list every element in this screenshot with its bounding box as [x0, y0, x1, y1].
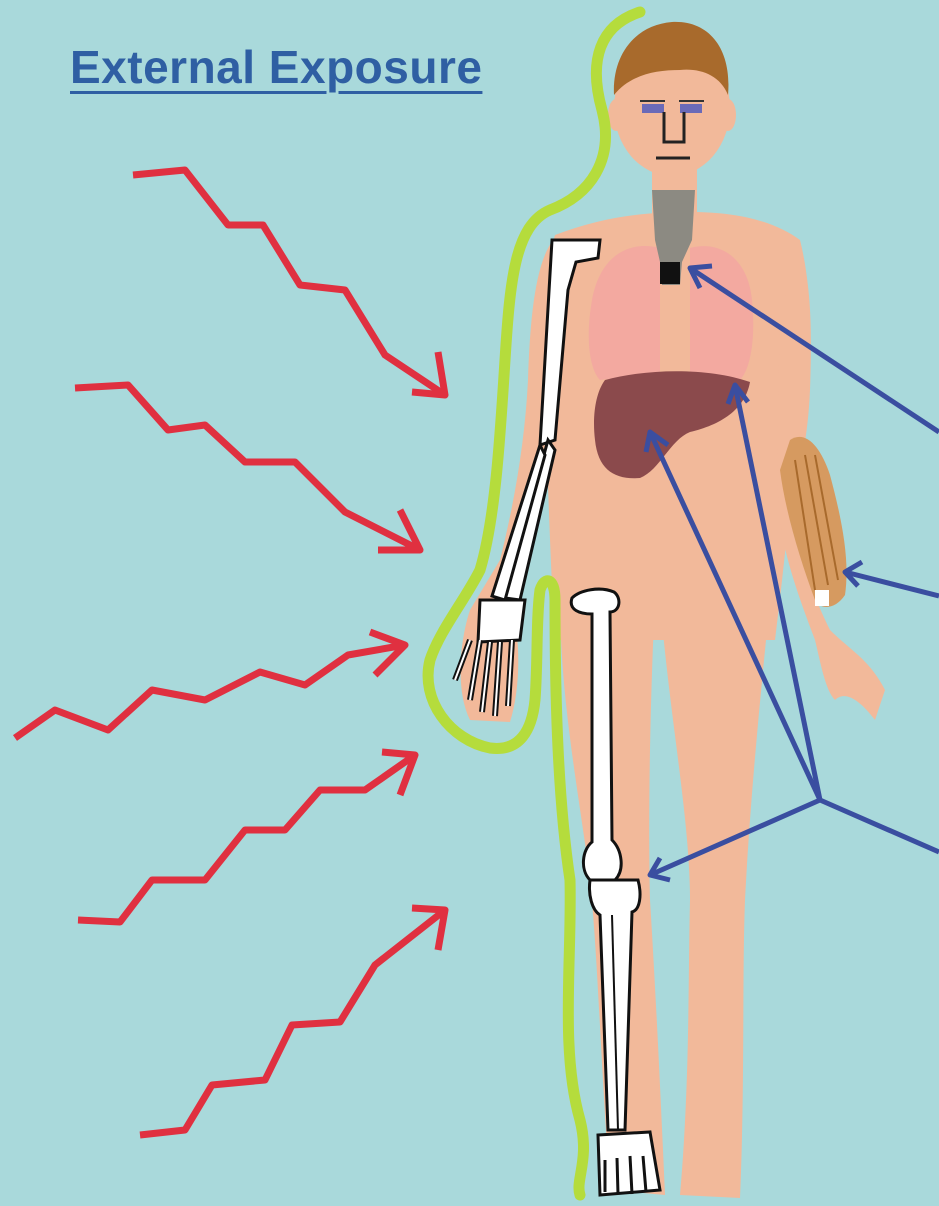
right-ear	[720, 99, 736, 131]
page-title: External Exposure	[70, 40, 482, 94]
